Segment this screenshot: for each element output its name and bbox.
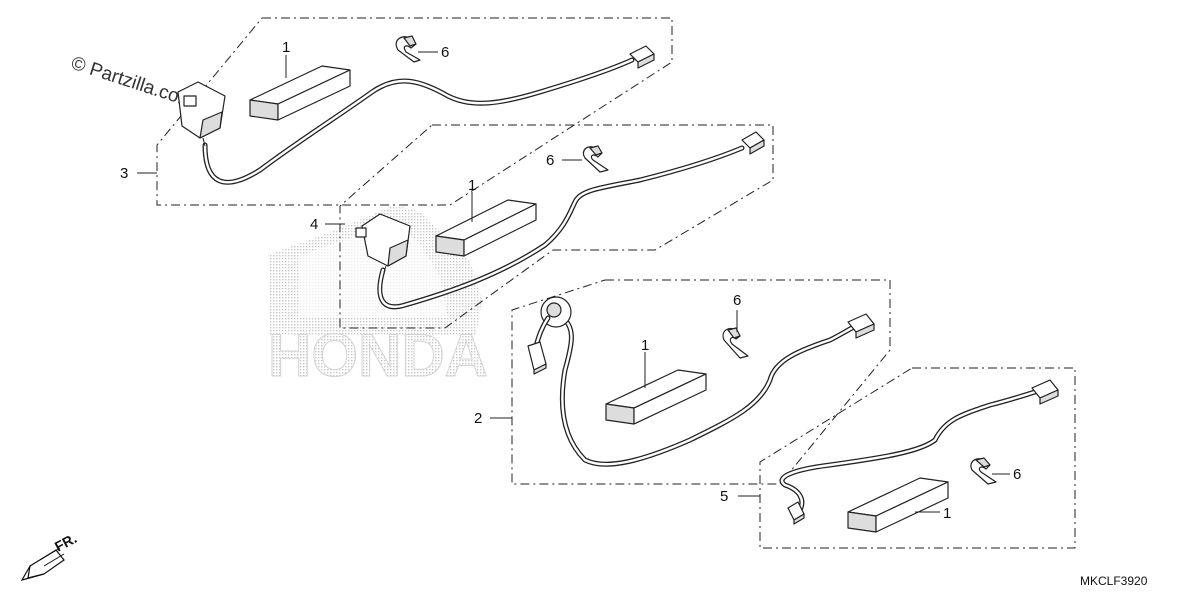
group-harness-5: 1 6 5 — [720, 367, 1076, 549]
pad-part — [605, 369, 707, 425]
grommet-sensor — [527, 296, 572, 375]
callout-pad: 1 — [641, 337, 649, 354]
clamp-part — [722, 327, 749, 359]
callout-clamp: 6 — [733, 292, 741, 309]
callout-harness-3: 3 — [120, 165, 128, 182]
group-harness-4: 1 6 4 — [310, 124, 774, 329]
clamp-part — [582, 145, 609, 173]
connector-plug — [1031, 379, 1059, 405]
pad-part — [847, 477, 949, 533]
callout-pad: 1 — [943, 505, 951, 522]
clamp-part — [395, 35, 421, 63]
group-4-boundary — [339, 124, 774, 329]
connector-plug — [629, 45, 655, 69]
callout-harness-2: 2 — [474, 410, 482, 427]
clamp-part — [970, 457, 997, 485]
callout-harness-5: 5 — [720, 488, 728, 505]
front-direction-arrow: FR. — [20, 530, 79, 581]
callout-pad: 1 — [282, 39, 290, 56]
pad-part — [435, 199, 537, 257]
sensor-unit — [787, 501, 805, 525]
copyright-watermark: © Partzilla.com — [68, 53, 196, 113]
pad-part — [249, 65, 351, 121]
watermark-text: HONDA — [268, 322, 488, 389]
connector-plug — [847, 313, 875, 339]
diagram-code: MKCLF3920 — [1080, 574, 1148, 588]
connector-plug — [741, 131, 765, 155]
sensor-unit — [355, 213, 411, 273]
callout-clamp: 6 — [546, 152, 554, 169]
honda-watermark-logo: HONDA — [268, 205, 489, 390]
callout-clamp: 6 — [441, 44, 449, 61]
callout-harness-4: 4 — [310, 216, 318, 233]
group-3-boundary — [156, 17, 673, 206]
group-harness-2: 1 6 2 — [474, 279, 891, 485]
group-2-boundary — [511, 279, 891, 485]
callout-clamp: 6 — [1013, 466, 1021, 483]
sensor-unit — [177, 81, 226, 147]
group-5-boundary — [759, 367, 1076, 549]
group-harness-3: 1 6 3 — [120, 17, 673, 206]
callout-pad: 1 — [468, 177, 476, 194]
